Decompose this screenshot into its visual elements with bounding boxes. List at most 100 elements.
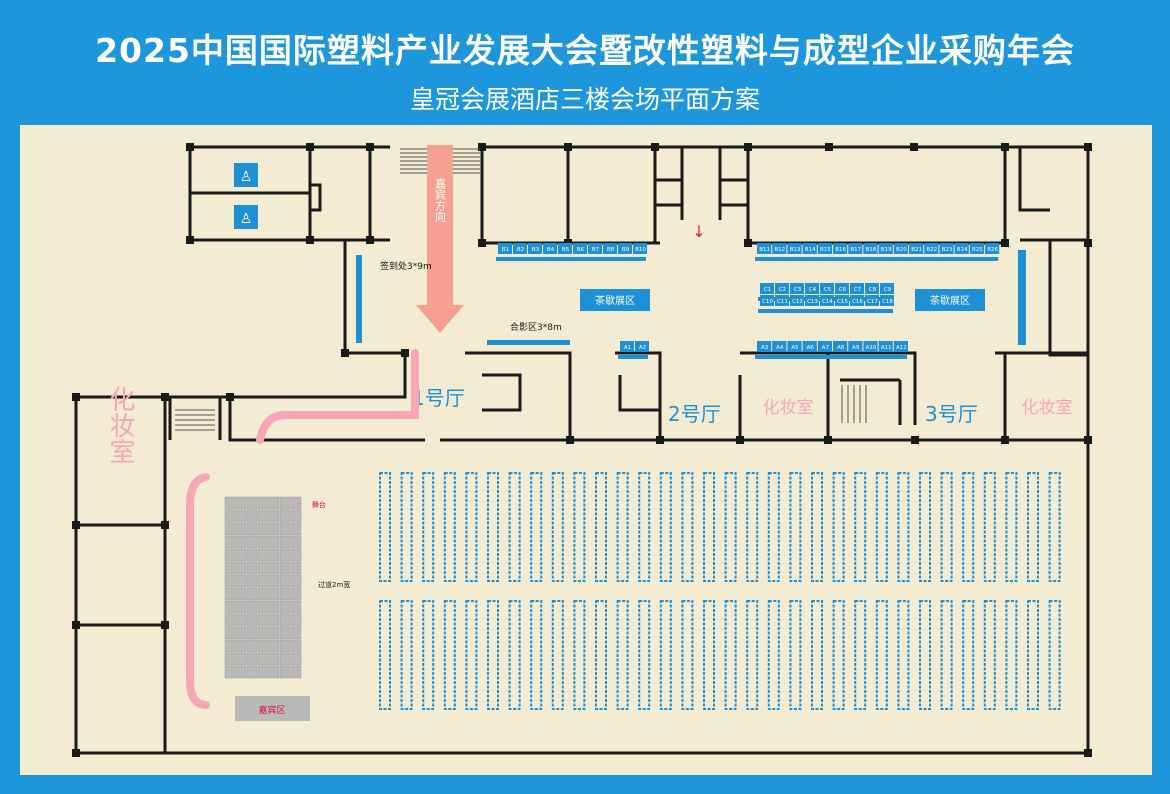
seat-column: [422, 472, 435, 582]
side-booth-strip: [1018, 250, 1026, 345]
booth-counter: [755, 355, 907, 359]
seat-column: [659, 600, 672, 710]
booth: [954, 243, 969, 254]
stage-panel: [257, 574, 269, 588]
seat-column: [811, 600, 823, 710]
seat-column: [767, 472, 780, 582]
booth-label: A6: [807, 345, 815, 351]
booth: [757, 341, 772, 352]
booth: [848, 341, 863, 352]
booth-label: C16: [852, 299, 863, 305]
makeup-room-mid-label: 化妆室: [763, 398, 814, 418]
booth: [833, 341, 848, 352]
booth: [633, 243, 647, 254]
booth-label: C2: [779, 287, 786, 293]
stage-panel: [257, 600, 269, 614]
booth-label: C10: [762, 299, 773, 305]
booth-label: C12: [792, 299, 803, 305]
booth-label: C13: [807, 299, 818, 305]
booth: [969, 243, 984, 254]
seat-column: [616, 600, 629, 710]
stage-panel: [290, 626, 302, 640]
seat-column: [875, 472, 888, 582]
stage-panel: [268, 639, 280, 653]
seat-column: [789, 600, 802, 710]
stage-panel: [279, 600, 291, 614]
booth-label: B24: [957, 247, 968, 253]
booth-label: B4: [547, 247, 555, 253]
stage-panel: [257, 522, 269, 536]
makeup-room-left-label: 化妆室: [105, 386, 135, 464]
booth-label: B5: [562, 247, 570, 253]
stage-panel: [279, 522, 291, 536]
seat-column: [919, 600, 931, 710]
stage-panel: [290, 548, 302, 562]
seat-column: [897, 600, 910, 710]
booth-label: C15: [837, 299, 848, 305]
stage-panel: [268, 574, 280, 588]
seat-column: [1027, 600, 1039, 710]
booth: [833, 243, 848, 254]
stage-panel: [235, 574, 247, 588]
booth: [787, 243, 802, 254]
stage-panel: [290, 587, 302, 601]
booth-counter: [618, 355, 648, 359]
booth-label: C7: [854, 287, 862, 293]
booth-label: C5: [824, 287, 832, 293]
booth-label: C9: [884, 287, 892, 293]
seat-column: [638, 472, 651, 582]
seat-column: [703, 600, 715, 710]
stage-panel: [257, 496, 269, 510]
stage-panel: [290, 496, 302, 510]
booth: [878, 341, 893, 352]
stage-panel: [224, 522, 236, 536]
stage-panel: [246, 574, 258, 588]
stage-panel: [224, 652, 236, 666]
stage-panel: [268, 613, 280, 627]
audience-seating: [379, 472, 1061, 710]
stage-panel: [235, 587, 247, 601]
stage-panel: [268, 535, 280, 549]
booth-label: B11: [759, 247, 770, 253]
stage-panel: [235, 600, 247, 614]
person-icon: ♙: [240, 169, 253, 185]
stage-panel: [246, 522, 258, 536]
seat-column: [875, 600, 888, 710]
booth-label: A12: [896, 345, 907, 351]
seat-column: [854, 472, 867, 582]
stage-panel: [290, 574, 302, 588]
hall-2-label: 2号厅: [668, 402, 721, 426]
booth-label: B16: [835, 247, 846, 253]
walkway-path: [186, 349, 419, 709]
seat-column: [573, 472, 586, 582]
stage-panel: [224, 600, 236, 614]
poster-title: 2025中国国际塑料产业发展大会暨改性塑料与成型企业采购年会: [95, 31, 1075, 70]
booth-label: B14: [805, 247, 816, 253]
stage-panel: [279, 574, 291, 588]
seat-column: [681, 472, 694, 582]
stage: [224, 496, 302, 679]
stage-panel: [279, 535, 291, 549]
booth: [850, 283, 864, 294]
seat-column: [551, 472, 564, 582]
stage-panel: [257, 665, 269, 679]
red-arrow-icon: ↓: [692, 222, 705, 241]
booth: [820, 295, 834, 306]
booth: [865, 295, 879, 306]
booth: [558, 243, 572, 254]
stage-panel: [268, 587, 280, 601]
stage-panel: [279, 626, 291, 640]
booth-label: B25: [972, 247, 983, 253]
stage-panel: [290, 665, 302, 679]
booth-label: B20: [896, 247, 907, 253]
booth: [893, 243, 908, 254]
booth: [775, 283, 789, 294]
stage-panel: [257, 613, 269, 627]
booth-label: A8: [837, 345, 845, 351]
seat-column: [897, 472, 910, 582]
stage-panel: [235, 496, 247, 510]
stage-panel: [257, 626, 269, 640]
